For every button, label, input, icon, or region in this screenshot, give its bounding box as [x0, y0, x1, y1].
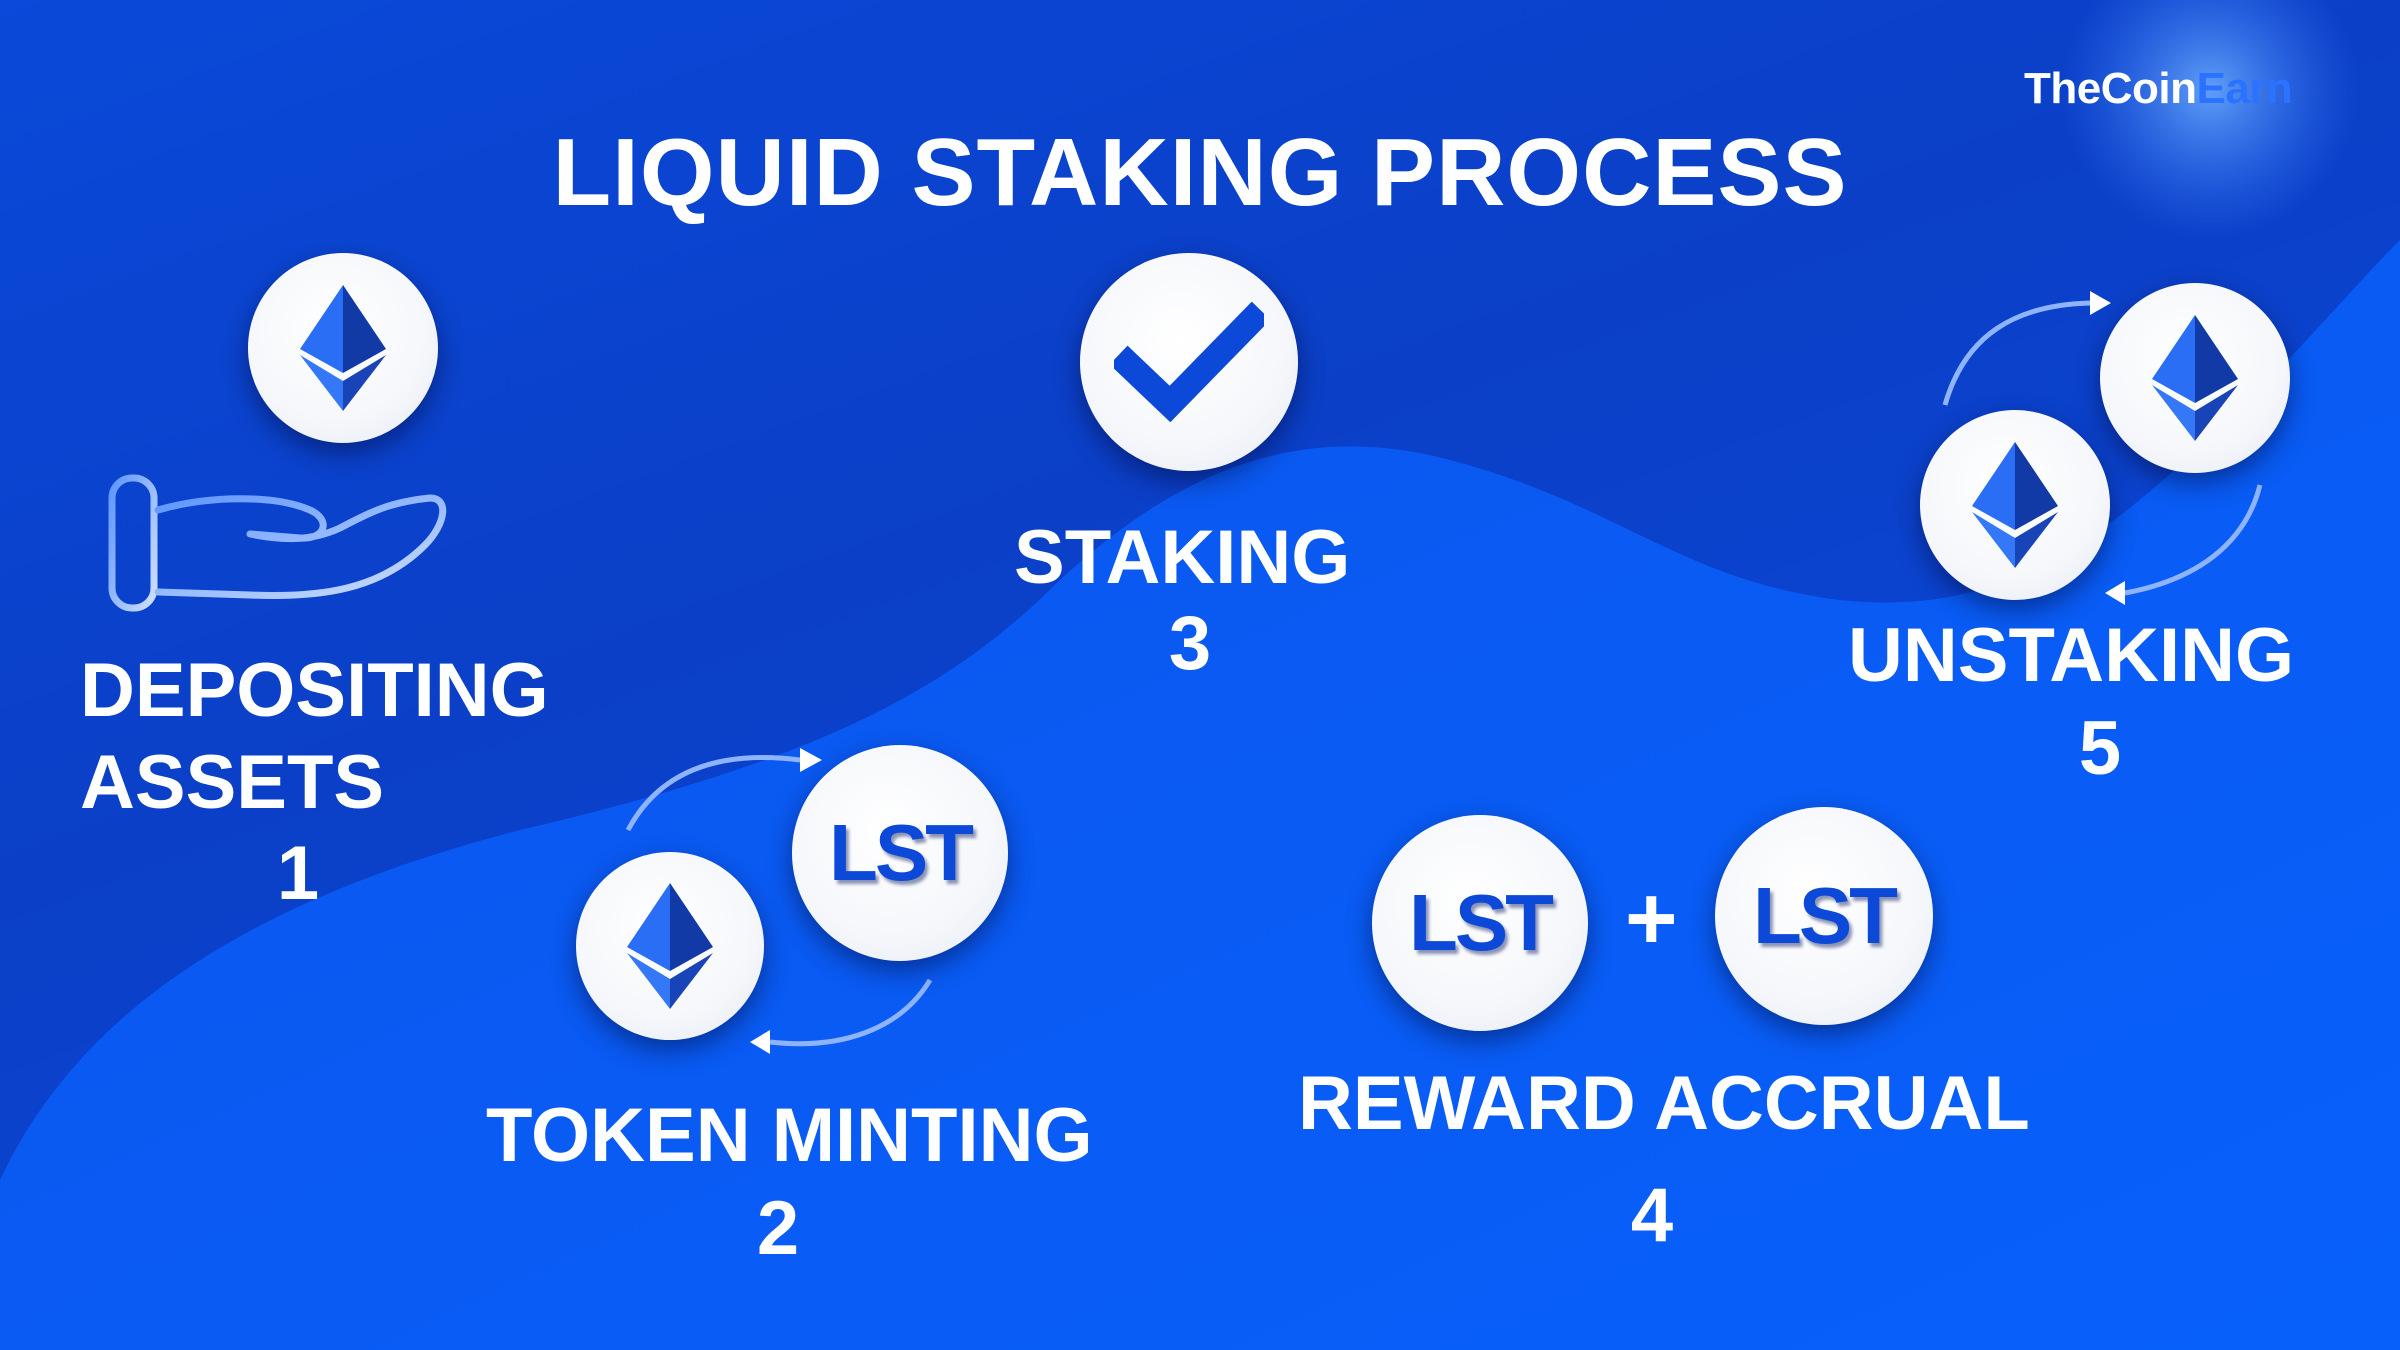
checkmark-icon: [1114, 302, 1264, 422]
arrow-icon: [1942, 300, 2091, 406]
arrow-icon-return: [2124, 484, 2263, 596]
swap-arrows: [625, 748, 933, 1054]
plus-sign: +: [1625, 869, 1678, 969]
step3-number: 3: [1168, 601, 1212, 686]
step5-number: 5: [2078, 706, 2122, 791]
lst-token-icon: LST: [828, 808, 974, 897]
ethereum-icon: [2152, 315, 2238, 441]
lst-token-step4-right: LST: [1715, 807, 1933, 1025]
ethereum-icon: [300, 285, 386, 411]
step3-label: STAKING: [1014, 515, 1351, 600]
step1-number: 1: [276, 831, 320, 916]
step2-number: 2: [756, 1186, 800, 1271]
step2-label: TOKEN MINTING: [486, 1093, 1093, 1178]
checkmark-coin: [1080, 253, 1298, 471]
ethereum-icon: [627, 883, 713, 1009]
ethereum-icon: [1972, 442, 2058, 568]
step4-number: 4: [1630, 1173, 1674, 1258]
lst-token-icon: LST: [1752, 871, 1898, 960]
lst-token-step4-left: LST: [1372, 815, 1588, 1031]
page-title: LIQUID STAKING PROCESS: [552, 119, 1848, 226]
ethereum-coin-step2: [576, 852, 764, 1040]
brand-part1: TheCoin: [2024, 64, 2197, 113]
step5-label: UNSTAKING: [1848, 613, 2295, 698]
brand-logo: TheCoinEarn: [2024, 64, 2293, 114]
ethereum-coin-step1: [248, 253, 438, 443]
lst-token-step2: LST: [792, 745, 1008, 961]
lst-token-icon: LST: [1408, 878, 1554, 967]
arrow-icon: [625, 755, 801, 832]
ethereum-coin-step5-top: [2100, 283, 2290, 473]
step1-label-line1: DEPOSITING: [80, 648, 549, 733]
hand-icon: [108, 474, 447, 612]
step4-label: REWARD ACCRUAL: [1298, 1061, 2030, 1146]
arrow-icon-return: [769, 978, 933, 1047]
ethereum-coin-step5-bottom: [1920, 410, 2110, 600]
unstake-arrows: [1942, 291, 2263, 605]
brand-part2: Earn: [2196, 64, 2293, 113]
step1-label-line2: ASSETS: [80, 740, 385, 825]
